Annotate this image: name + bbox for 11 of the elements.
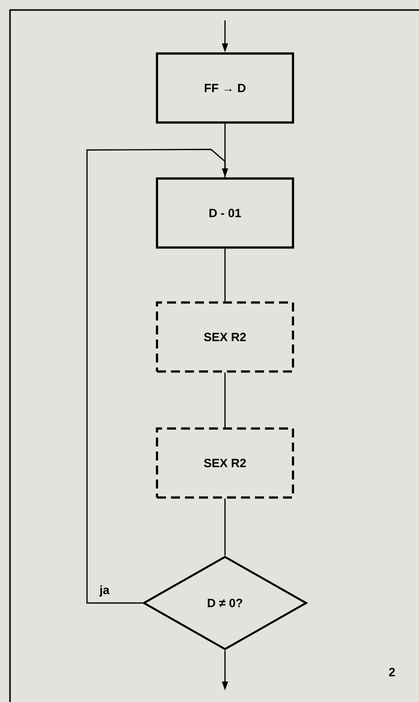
- edge-label: ja: [99, 585, 110, 597]
- figure-number: 2: [389, 668, 395, 676]
- process-box: SEX R2: [156, 427, 294, 499]
- connector: [224, 498, 226, 556]
- connector: [224, 248, 226, 302]
- process-box: D - 01: [156, 177, 294, 249]
- connector: [224, 124, 226, 178]
- process-box: SEX R2: [156, 301, 294, 373]
- connector: [86, 148, 228, 604]
- connector: [224, 372, 226, 428]
- process-box: FF → D: [156, 52, 294, 124]
